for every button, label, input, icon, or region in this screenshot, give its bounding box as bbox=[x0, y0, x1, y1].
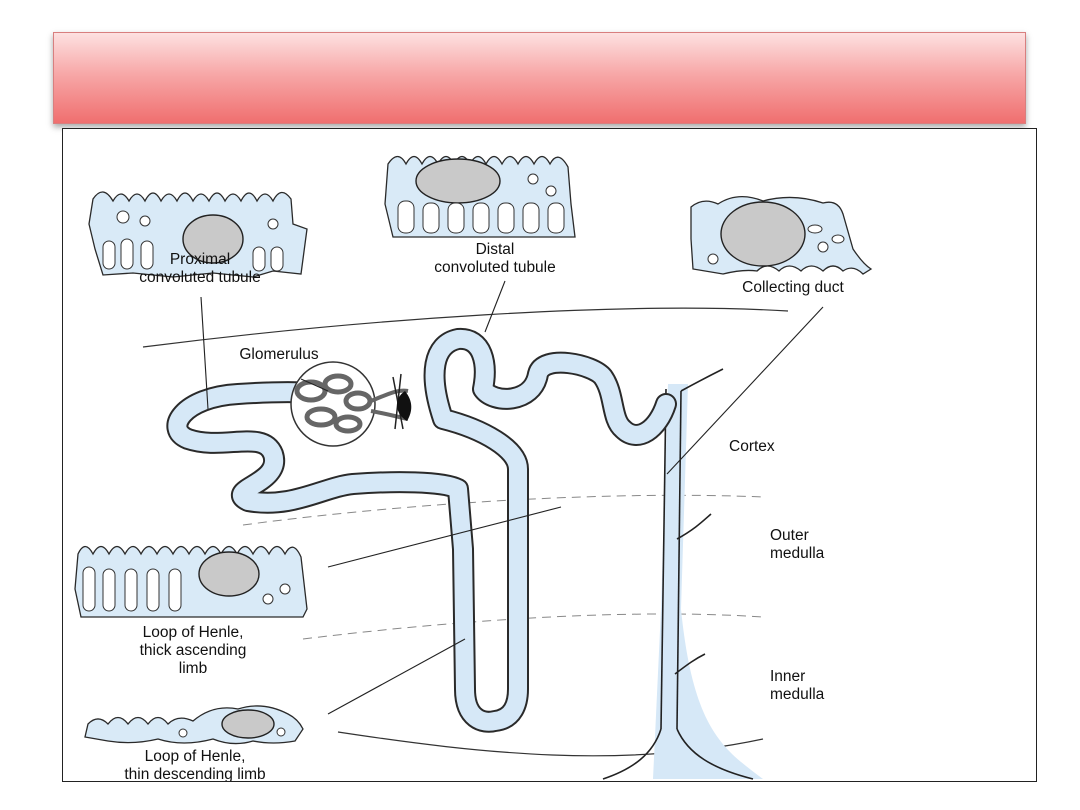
inner-medulla-label-line2: medulla bbox=[770, 686, 825, 703]
macula-densa-mark bbox=[396, 391, 412, 421]
collecting-duct-end-left bbox=[602, 728, 662, 780]
outer-medulla-label-line2: medulla bbox=[770, 545, 825, 562]
outer-inner-boundary bbox=[302, 613, 764, 640]
pct-label-line1: Proximal bbox=[170, 251, 230, 268]
thin-descending-limb-cell-illustration bbox=[84, 705, 304, 745]
glomerulus-label: Glomerulus bbox=[239, 346, 318, 363]
collecting-duct-branch-mid bbox=[676, 513, 712, 540]
thick-ascending-limb-cell-illustration bbox=[74, 545, 308, 618]
glomerulus-leader-line bbox=[300, 378, 329, 392]
outer-medulla-label-line1: Outer bbox=[770, 527, 809, 544]
title-banner bbox=[53, 32, 1026, 124]
thick-limb-label-line1: Loop of Henle, bbox=[143, 624, 244, 641]
dct-label-line1: Distal bbox=[476, 241, 515, 258]
nephron-svg: Proximal convoluted tubule Distal convol… bbox=[74, 155, 873, 782]
collecting-duct-branch-low bbox=[674, 653, 706, 675]
collecting-duct-end-right bbox=[676, 728, 754, 780]
glomerulus-capillary-tuft bbox=[290, 361, 409, 447]
collecting-duct-label: Collecting duct bbox=[742, 279, 844, 296]
thick-limb-label-line3: limb bbox=[179, 660, 207, 677]
collecting-duct-leader-line bbox=[666, 306, 824, 475]
pct-label-line2: convoluted tubule bbox=[139, 269, 261, 286]
dct-label-line2: convoluted tubule bbox=[434, 259, 556, 276]
pct-leader-line bbox=[200, 296, 209, 410]
dct-cell-illustration bbox=[384, 155, 576, 238]
thick-limb-label-line2: thick ascending bbox=[140, 642, 247, 659]
nephron-diagram: Proximal convoluted tubule Distal convol… bbox=[62, 128, 1037, 782]
collecting-duct-branch-top bbox=[680, 368, 724, 392]
thin-limb-leader-line bbox=[327, 638, 466, 715]
nephron-tubule bbox=[166, 328, 677, 733]
inner-medulla-label-line1: Inner bbox=[770, 668, 805, 685]
thin-limb-label-line2: thin descending limb bbox=[124, 766, 265, 782]
dct-leader-line bbox=[484, 280, 506, 333]
cortex-boundary-line bbox=[142, 307, 789, 348]
cortex-label: Cortex bbox=[729, 438, 775, 455]
collecting-duct-cell-illustration bbox=[690, 196, 873, 275]
thin-limb-label-line1: Loop of Henle, bbox=[145, 748, 246, 765]
collecting-duct-wall-left bbox=[660, 388, 667, 730]
thick-limb-leader-line bbox=[327, 506, 562, 568]
pct-cell-illustration bbox=[88, 191, 308, 278]
